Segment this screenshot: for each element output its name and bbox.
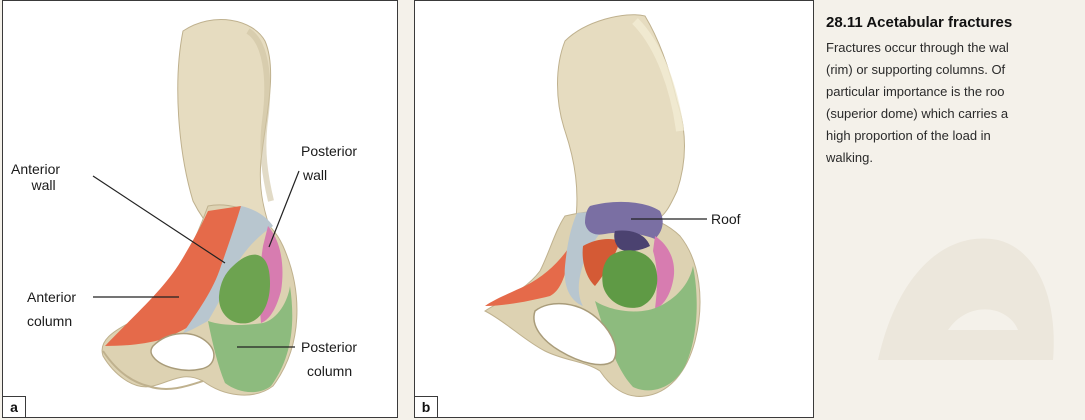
hip-bone-illustration-b (415, 1, 815, 419)
label-anterior-wall: Anterior wall (11, 161, 60, 193)
label-posterior-column-line1: Posterior (301, 339, 357, 355)
leader-posterior-wall (269, 171, 299, 247)
caption-line: walking. (826, 147, 1085, 169)
label-posterior-wall-line1: Posterior (301, 143, 357, 159)
label-posterior-wall-line2: wall (303, 167, 357, 183)
panel-b-tag: b (414, 396, 438, 418)
caption-body: Fractures occur through the wal (rim) or… (826, 37, 1085, 169)
label-anterior-column-line1: Anterior (27, 289, 76, 305)
label-posterior-column-line2: column (307, 363, 357, 379)
label-anterior-column-line2: column (27, 313, 76, 329)
caption-line: particular importance is the roo (826, 81, 1085, 103)
label-posterior-wall: Posterior wall (301, 143, 357, 183)
caption-line: (superior dome) which carries a (826, 103, 1085, 125)
label-anterior-wall-line1: Anterior (11, 161, 60, 177)
label-anterior-wall-line2: wall (27, 177, 60, 193)
ilium-wing-b (558, 15, 685, 226)
caption-line: Fractures occur through the wal (826, 37, 1085, 59)
figure-caption: 28.11 Acetabular fractures Fractures occ… (826, 8, 1085, 169)
caption-line: (rim) or supporting columns. Of (826, 59, 1085, 81)
label-posterior-column: Posterior column (301, 339, 357, 379)
panel-a: Anterior wall Posterior wall Anterior co… (2, 0, 398, 418)
label-roof: Roof (711, 211, 741, 227)
label-anterior-column: Anterior column (27, 289, 76, 329)
panel-b: Roof b (414, 0, 814, 418)
caption-title: 28.11 Acetabular fractures (826, 14, 1085, 31)
caption-line: high proportion of the load in (826, 125, 1085, 147)
panel-a-tag: a (2, 396, 26, 418)
faint-background-shape (858, 210, 1068, 370)
